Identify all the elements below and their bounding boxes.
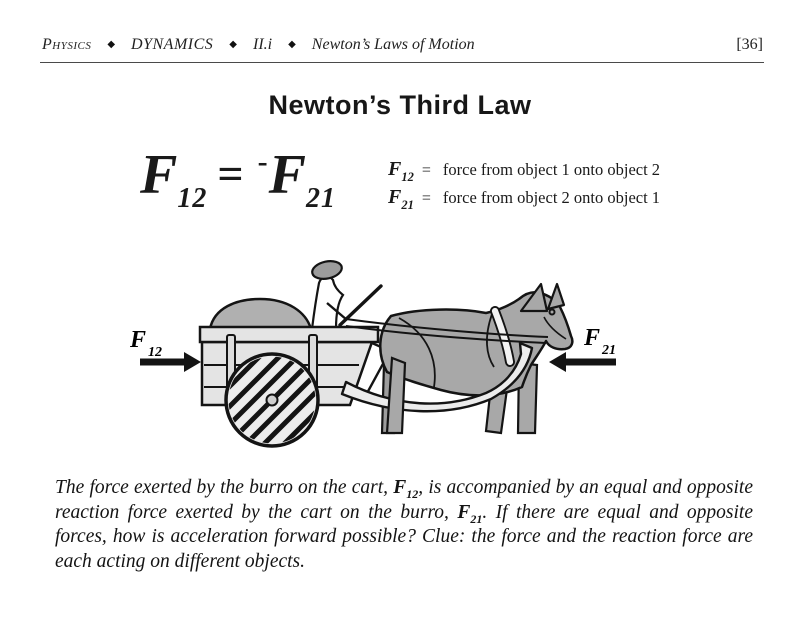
rein-line [345,318,549,338]
header-rule [40,62,764,63]
definition-subscript: 21 [401,198,414,212]
caption-f21-subscript: 21 [470,511,483,526]
f12-arrow-head [184,352,201,372]
definition-row: F 21 = force from object 2 onto object 1 [388,186,661,212]
f21-subscript: 21 [601,343,616,358]
rein-line [345,325,547,344]
cart-shaft [340,341,534,413]
definition-symbol: F [388,186,402,208]
f12-subscript: 12 [148,345,162,360]
burro-shoulder-line [486,313,495,368]
definition-symbol: F [388,158,402,180]
f12-symbol: F [129,327,146,353]
diamond-separator-icon: ◆ [107,39,116,50]
burro-cart-figure: F 12 F 21 [100,255,700,455]
header-section: II.i [252,36,273,53]
header-chapter: DYNAMICS [131,36,214,53]
equation-rhs-subscript: 21 [305,183,336,214]
caption-f12-subscript: 12 [406,487,419,501]
symbol-definitions: F 12 = force from object 1 onto object 2… [388,158,660,214]
diamond-separator-icon: ◆ [288,39,296,50]
force-f21: F 21 [549,325,616,372]
equation-equals: = [217,148,244,199]
caption-text: The force exerted by the burro on the ca… [55,477,394,498]
third-law-equation: F12=-F21 [140,143,336,215]
force-f12: F 12 [129,327,201,372]
definition-equals: = [421,190,431,207]
burro-cart-illustration: F 12 F 21 [129,260,616,448]
equation-lhs-symbol: F [140,144,178,206]
harness-strap [490,306,515,367]
driver-arm [326,302,348,321]
header-topic: Newton’s Laws of Motion [311,36,475,53]
burro-thigh-line [398,317,436,388]
equation-lhs-subscript: 12 [177,183,208,214]
header-course: Physics [42,36,92,53]
wheel-hub [265,393,279,407]
diamond-separator-icon: ◆ [229,39,237,50]
cart-driver [310,260,383,331]
burro-ear [519,282,549,313]
burro-eye [548,308,556,316]
f21-arrow-head [549,352,566,372]
definition-text: force from object 1 onto object 2 [442,160,661,179]
page-title: Newton’s Third Law [268,90,532,120]
caption-text: , is accompanied by an equal and opposit… [55,477,753,523]
equation-rhs-symbol: F [268,144,306,206]
caption-f12-symbol: F [393,477,407,498]
burro-ear [546,282,566,311]
page-number: [36] [736,36,763,53]
page-header: Physics ◆ DYNAMICS ◆ II.i ◆ Newton’s Law… [42,36,763,54]
equation-minus: - [257,145,268,178]
definition-row: F 12 = force from object 1 onto object 2 [388,158,661,184]
burro-near-hind-leg [385,356,407,435]
definition-equals: = [421,162,431,179]
caption-text: . If there are equal and opposite forces… [55,501,753,572]
definition-text: force from object 2 onto object 1 [442,188,661,207]
definition-subscript: 12 [401,170,414,184]
caption-paragraph: The force exerted by the burro on the ca… [55,476,753,574]
burro-bridle-line [543,316,567,340]
caption-f21-symbol: F [457,501,471,523]
driver-cap [311,260,343,280]
cart-load [208,297,313,331]
f21-symbol: F [583,325,600,351]
